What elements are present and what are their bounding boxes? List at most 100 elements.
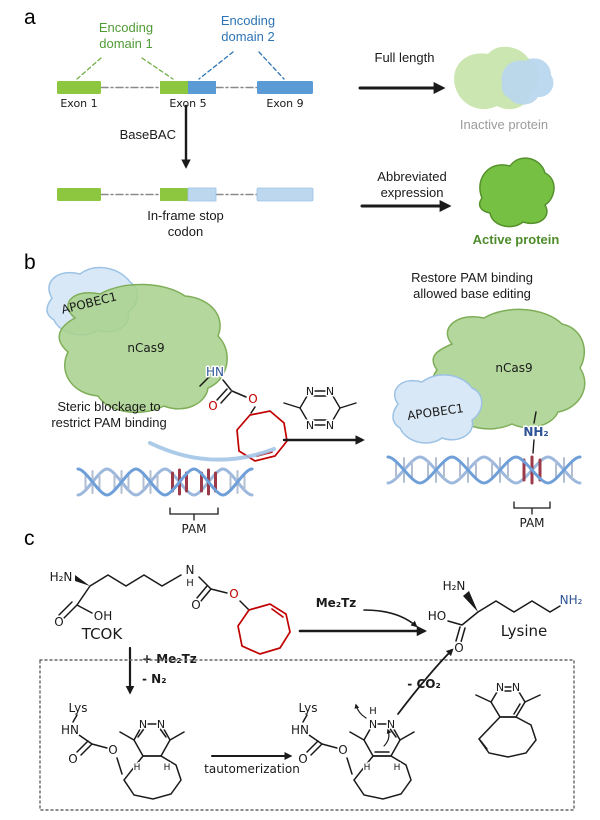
s1-n1-label: N — [139, 718, 147, 731]
pam-right-label: PAM — [519, 516, 544, 530]
lysine-ho-label: HO — [428, 609, 446, 623]
apobec1-right-blob — [392, 374, 483, 444]
truncated-exon5-green-box — [160, 188, 188, 201]
o-ester-left-label: O — [248, 392, 257, 406]
active-protein-blob — [478, 157, 555, 228]
dna-left-strand-back — [76, 467, 254, 497]
hn-left-label: HN — [206, 365, 224, 379]
s2-lys-label: Lys — [299, 701, 318, 715]
tcok-n-label: N — [186, 563, 195, 577]
exon5-label: Exon 5 — [169, 97, 206, 110]
s1-methyl-bonds — [119, 731, 185, 741]
s2-bonds — [302, 714, 353, 775]
tcok-carboxyl-o-label: O — [54, 615, 63, 629]
basebac-label: BaseBAC — [119, 127, 176, 142]
s1-bonds — [72, 714, 123, 775]
truncated-exon9-lightblue-box — [256, 187, 314, 202]
full-length-label: Full length — [374, 50, 435, 65]
domain1-pointer-lines — [76, 57, 174, 80]
nh2-linker-bonds — [532, 411, 537, 454]
lysine-o-label: O — [454, 641, 463, 655]
plus-me2tz-label: + Me₂Tz — [142, 652, 197, 666]
s2-hn-label: HN — [291, 723, 309, 737]
s2-methyl-bonds — [349, 731, 415, 741]
tco-ring-left — [236, 410, 288, 462]
s1-lys-label: Lys — [69, 701, 88, 715]
encoding-domain-1-label: Encoding domain 1 — [98, 20, 154, 52]
s1-h2-label: H — [164, 763, 171, 773]
s2-o-carbonyl-label: O — [298, 752, 307, 766]
s2-n2-label: N — [387, 718, 395, 731]
lysine-carbonyl-double-bond — [455, 626, 466, 643]
panel-b-label: b — [24, 251, 36, 274]
panel-b-graphics: APOBEC1 nCas9 HN O O PAM N N N N nCas9 A… — [46, 266, 586, 536]
active-protein-label: Active protein — [472, 232, 560, 247]
me2tz-curved-arrow — [363, 609, 418, 628]
s1-carbonyl-double-bond — [76, 740, 93, 756]
co2-curved-arrow — [397, 648, 454, 715]
lysine-bonds — [447, 600, 561, 626]
s3-n1-label: N — [496, 681, 504, 694]
s1-ring-double-bonds — [137, 725, 167, 738]
minus-co2-label: - CO₂ — [407, 677, 440, 691]
tcok-label: TCOK — [81, 625, 124, 643]
lysine-label: Lysine — [501, 622, 548, 640]
inactive-protein-blue-blob — [501, 58, 554, 105]
tcok-double-bonds — [58, 585, 212, 619]
s2-cyclooctane-ring — [353, 755, 412, 800]
s1-cyclooctane-ring — [123, 755, 182, 800]
tetrazine-n1-label: N — [306, 385, 314, 398]
dna-left-rungs-gray — [84, 470, 246, 494]
panel-c-label: c — [24, 527, 35, 550]
tcok-nh-h-label: H — [186, 578, 194, 589]
ncas9-left-blob — [58, 283, 228, 414]
exon1-box — [57, 81, 101, 94]
mechanism-dashed-box — [39, 659, 575, 811]
me2tz-label: Me₂Tz — [316, 596, 357, 610]
panel-c-graphics: H₂N O OH N H O O TCOK Me₂Tz H₂N O HO NH₂… — [39, 562, 584, 811]
s2-nh-h-label: H — [369, 706, 377, 717]
s1-n2-label: N — [157, 718, 165, 731]
s2-carbonyl-double-bond — [306, 740, 323, 756]
dna-right-strand-front — [386, 455, 582, 485]
encoding-domain-2-label: Encoding domain 2 — [220, 13, 276, 45]
minus-n2-label: - N₂ — [142, 672, 166, 686]
s1-h1-label: H — [134, 763, 141, 773]
s2-h1-label: H — [364, 763, 371, 773]
tcok-tco-ring — [237, 603, 291, 655]
pam-left-label: PAM — [181, 522, 206, 536]
restore-pam-note: Restore PAM binding allowed base editing — [411, 270, 533, 302]
exon1-label: Exon 1 — [60, 97, 97, 110]
s2-electron-arrow-2 — [383, 728, 392, 747]
s1-hn-label: HN — [61, 723, 79, 737]
s1-o-carbonyl-label: O — [68, 752, 77, 766]
s3-n2-label: N — [512, 681, 520, 694]
tetrazine-double-bonds — [312, 395, 328, 421]
tcok-bonds — [76, 574, 250, 614]
truncated-exon1-box — [57, 188, 101, 201]
s3-methyl-bonds — [475, 694, 541, 703]
dna-left-strand-front — [76, 467, 254, 497]
s1-o-ester-label: O — [108, 743, 117, 757]
lysine-h2n-label: H₂N — [443, 579, 466, 593]
domain2-pointer-lines — [198, 51, 285, 80]
s2-n1-label: N — [369, 718, 377, 731]
exon5-green-box — [160, 81, 188, 94]
tetrazine-n4-label: N — [326, 419, 334, 432]
panel-a-graphics: Exon 1 Exon 5 Exon 9 — [57, 46, 555, 228]
s3-cyclooctene-double-bond — [479, 739, 488, 750]
tetrazine-n3-label: N — [306, 419, 314, 432]
nh2-right-label: NH₂ — [523, 425, 548, 439]
tetrazine-methyl-bonds — [283, 402, 357, 409]
s2-electron-arrow-1 — [354, 703, 367, 719]
lysine-nh2-label: NH₂ — [560, 593, 583, 607]
ncas9-right-label: nCas9 — [495, 361, 532, 375]
panel-a-label: a — [24, 6, 36, 29]
tcok-oh-label: OH — [94, 609, 112, 623]
s3-ring-double-bonds — [503, 690, 521, 715]
tetrazine-n2-label: N — [326, 385, 334, 398]
in-frame-stop-codon-label: In-frame stop codon — [147, 208, 224, 240]
exon5-blue-box — [188, 81, 216, 94]
